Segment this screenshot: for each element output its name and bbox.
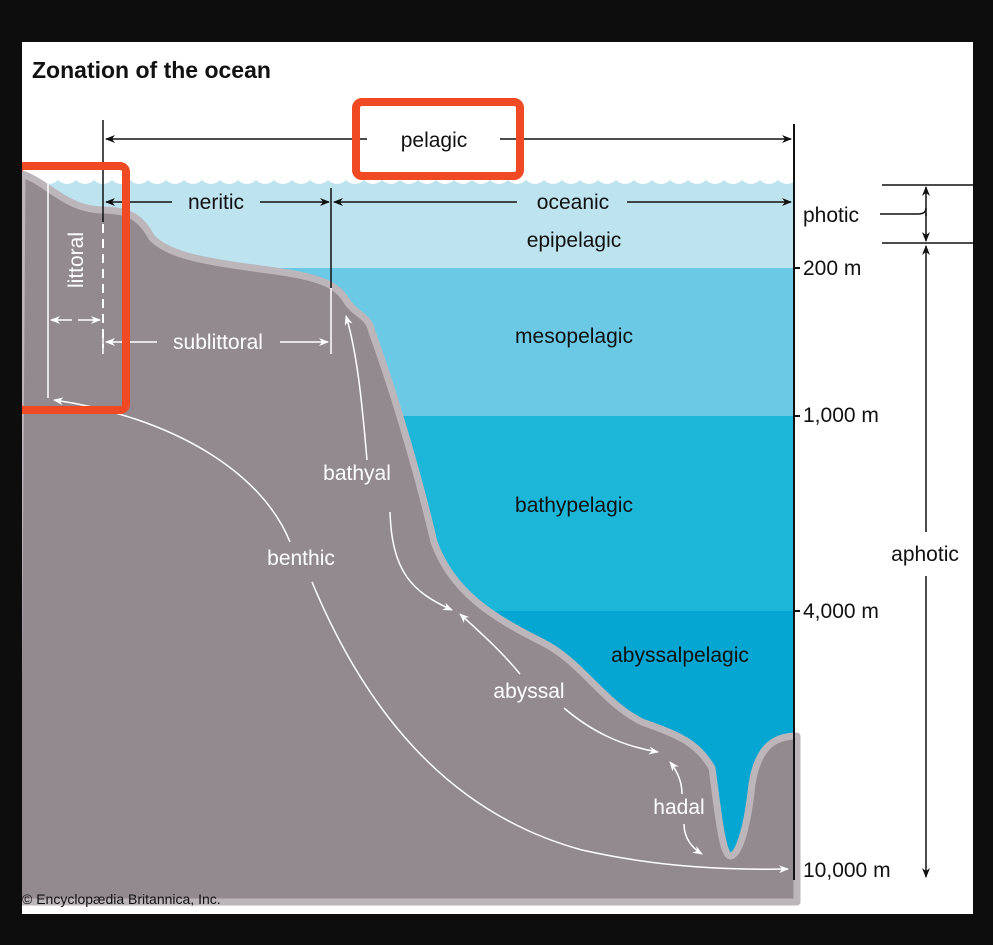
benthic-arrow-lower	[311, 581, 789, 874]
abyssal-arrow-lower	[563, 707, 659, 755]
abyssal-arrow-upper	[459, 613, 521, 675]
diagram-title: Zonation of the ocean	[32, 57, 271, 83]
depth-label-200: 200 m	[803, 257, 861, 280]
seafloor	[22, 170, 801, 906]
aphotic-label: aphotic	[891, 543, 959, 566]
mesopelagic-label: mesopelagic	[515, 325, 633, 348]
benthic-label: benthic	[267, 547, 335, 570]
photic-leader	[880, 207, 927, 215]
abyssal-label: abyssal	[493, 680, 564, 703]
bathyal-arrow-upper	[344, 315, 368, 461]
bathyal-label: bathyal	[323, 462, 391, 485]
ocean-zonation-diagram: Zonation of the ocean © Encyclopædia Bri…	[22, 57, 973, 907]
sublittoral-label: sublittoral	[173, 331, 263, 354]
pelagic-label: pelagic	[401, 129, 468, 152]
photic-label: photic	[803, 204, 859, 227]
bathypelagic-label: bathypelagic	[515, 494, 633, 517]
epipelagic-label: epipelagic	[527, 229, 622, 252]
depth-label-1000: 1,000 m	[803, 404, 879, 427]
copyright-credit: © Encyclopædia Britannica, Inc.	[22, 891, 221, 907]
highlight-box-littoral	[22, 162, 130, 414]
depth-label-4000: 4,000 m	[803, 600, 879, 623]
hadal-label: hadal	[653, 796, 704, 819]
oceanic-label: oceanic	[537, 191, 609, 214]
littoral-label: littoral	[65, 232, 88, 288]
abyssalpelagic-label: abyssalpelagic	[611, 644, 749, 667]
neritic-label: neritic	[188, 191, 244, 214]
hadal-arrow-upper	[669, 761, 683, 795]
highlight-box-pelagic	[352, 98, 524, 180]
diagram-card: Zonation of the ocean © Encyclopædia Bri…	[22, 42, 973, 914]
hadal-arrow-lower	[683, 823, 703, 855]
depth-label-10000: 10,000 m	[803, 859, 891, 882]
bathyal-arrow-lower	[389, 511, 453, 611]
